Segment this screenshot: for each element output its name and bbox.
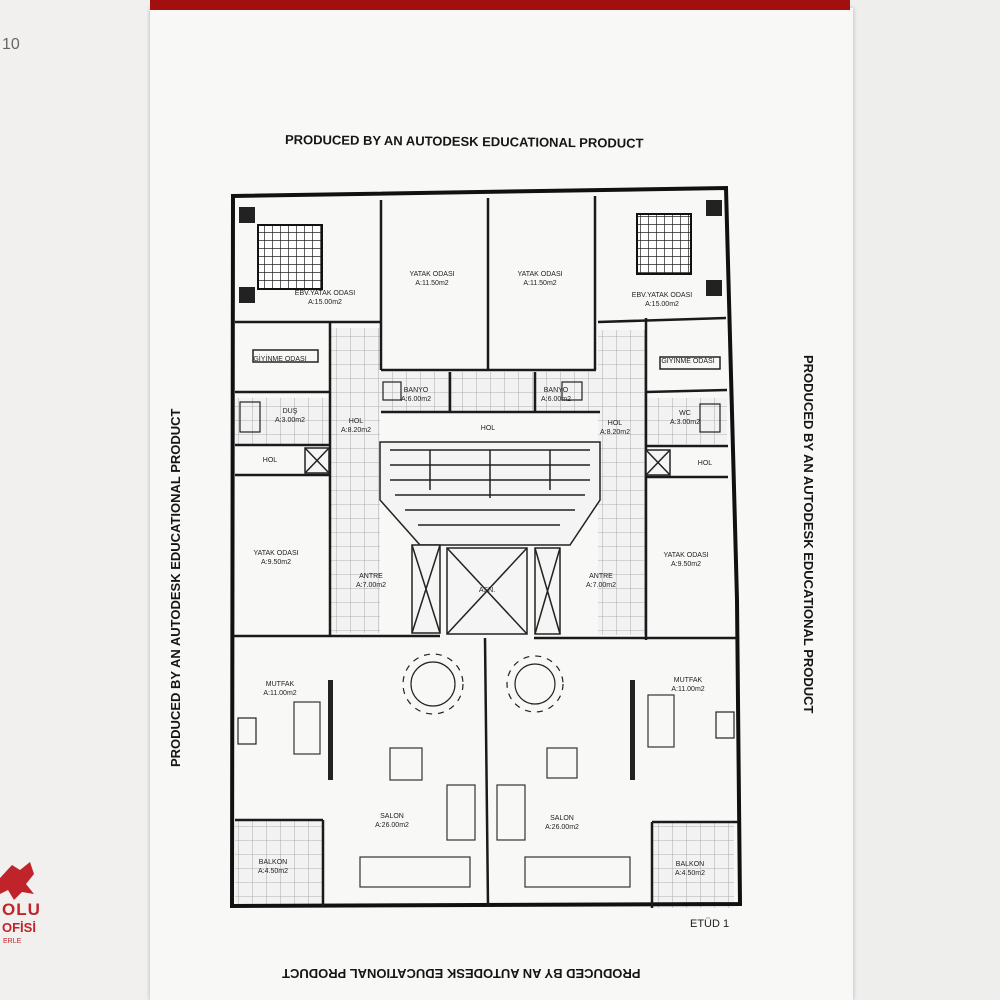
room-area: A:11.50m2 — [523, 280, 557, 287]
room-name: SALON — [380, 813, 404, 820]
sheet-label: ETÜD 1 — [690, 918, 730, 930]
room-label-giyinme-right: GİYİNME ODASI — [661, 357, 714, 366]
room-label-dus: DUŞ A:3.00m2 — [275, 407, 305, 425]
room-name: ASN. — [478, 587, 496, 594]
room-label-wc: WC A:3.00m2 — [670, 409, 700, 427]
kitchen-counters — [328, 680, 635, 780]
room-label-balkon-right: BALKON A:4.50m2 — [675, 860, 705, 878]
room-label-hol-center: HOL — [481, 424, 495, 433]
room-area: A:11.00m2 — [671, 686, 705, 693]
room-area: A:9.50m2 — [671, 561, 701, 568]
room-name: WC — [679, 410, 691, 417]
room-area: A:26.00m2 — [545, 824, 579, 831]
room-name: GİYİNME ODASI — [253, 356, 307, 363]
room-label-hol-right: HOL A:8.20m2 — [600, 419, 630, 437]
room-name: SALON — [550, 815, 574, 822]
outer-walls — [229, 185, 743, 909]
hol-left-floor — [330, 328, 380, 633]
room-name: BANYO — [403, 387, 429, 394]
room-area: A:26.00m2 — [375, 822, 409, 829]
room-area: A:11.00m2 — [263, 690, 297, 697]
room-name: HOL — [348, 418, 364, 425]
wardrobes — [252, 349, 721, 370]
room-area: A:6.00m2 — [541, 396, 571, 403]
room-name: HOL — [697, 460, 713, 467]
room-label-banyo-left: BANYO A:6.00m2 — [401, 386, 431, 404]
room-label-antre-left: ANTRE A:7.00m2 — [356, 572, 386, 590]
logo-text-2: OFİSİ — [2, 920, 36, 935]
room-label-ebeveyn-right: EBV.YATAK ODASI A:15.00m2 — [632, 291, 692, 309]
room-area: A:8.20m2 — [341, 427, 371, 434]
room-area: A:6.00m2 — [401, 396, 431, 403]
room-label-salon-right: SALON A:26.00m2 — [545, 814, 579, 832]
interior-walls — [233, 196, 738, 908]
room-area: A:7.00m2 — [586, 582, 616, 589]
logo-text-1: OLU — [2, 900, 41, 919]
room-label-mutfak-right: MUTFAK A:11.00m2 — [671, 676, 704, 694]
room-label-yatak2-right: YATAK ODASI A:9.50m2 — [663, 551, 708, 569]
room-name: HOL — [480, 425, 496, 432]
room-label-asansor: ASN. — [479, 586, 495, 595]
room-label-banyo-right: BANYO A:6.00m2 — [541, 386, 571, 404]
room-name: HOL — [262, 457, 278, 464]
room-name: EBV.YATAK ODASI — [294, 290, 356, 297]
room-name: YATAK ODASI — [517, 271, 563, 278]
beds — [257, 213, 692, 290]
room-label-yatak1-right: YATAK ODASI A:11.50m2 — [517, 270, 562, 288]
tiled-floors — [235, 328, 734, 908]
agency-logo-icon — [0, 862, 34, 900]
room-name: MUTFAK — [265, 681, 295, 688]
room-name: YATAK ODASI — [409, 271, 455, 278]
room-area: A:3.00m2 — [670, 419, 700, 426]
room-area: A:3.00m2 — [275, 417, 305, 424]
logo-text-3: ERLE — [3, 938, 22, 945]
stairs — [379, 441, 601, 546]
room-area: A:9.50m2 — [261, 559, 291, 566]
room-label-hol-left: HOL A:8.20m2 — [341, 417, 371, 435]
room-label-ebeveyn-left: EBV.YATAK ODASI A:15.00m2 — [295, 289, 355, 307]
room-area: A:11.50m2 — [415, 280, 449, 287]
room-name: YATAK ODASI — [253, 550, 299, 557]
room-label-giyinme-left: GİYİNME ODASI — [253, 355, 306, 364]
room-area: A:8.20m2 — [600, 429, 630, 436]
room-area: A:4.50m2 — [675, 870, 705, 877]
room-name: GİYİNME ODASI — [661, 358, 715, 365]
room-label-balkon-left: BALKON A:4.50m2 — [258, 858, 288, 876]
room-name: ANTRE — [359, 573, 383, 580]
background-left — [0, 0, 150, 1000]
photo-counter: 10 — [2, 36, 20, 53]
room-label-yatak1-left: YATAK ODASI A:11.50m2 — [409, 270, 454, 288]
room-area: A:15.00m2 — [308, 299, 342, 306]
dining-tables — [402, 653, 564, 715]
room-name: BANYO — [543, 387, 569, 394]
living-furniture — [293, 694, 675, 888]
room-label-hol-small-right: HOL — [698, 459, 712, 468]
room-name: BALKON — [675, 861, 705, 868]
room-name: YATAK ODASI — [663, 552, 709, 559]
red-background-strip — [150, 0, 850, 10]
room-name: ANTRE — [589, 573, 613, 580]
room-name: MUTFAK — [673, 677, 703, 684]
room-label-antre-right: ANTRE A:7.00m2 — [586, 572, 616, 590]
room-area: A:4.50m2 — [258, 868, 288, 875]
bedside-units — [239, 200, 722, 303]
room-label-yatak2-left: YATAK ODASI A:9.50m2 — [253, 549, 298, 567]
room-label-mutfak-left: MUTFAK A:11.00m2 — [263, 680, 296, 698]
room-label-hol-small-left: HOL — [263, 456, 277, 465]
elevator-shaft — [304, 447, 671, 635]
room-name: DUŞ — [282, 408, 298, 415]
sanitary-fixtures — [237, 381, 735, 745]
room-area: A:15.00m2 — [645, 301, 679, 308]
room-name: HOL — [607, 420, 623, 427]
background-right — [850, 0, 1000, 1000]
room-area: A:7.00m2 — [356, 582, 386, 589]
room-name: EBV.YATAK ODASI — [631, 292, 693, 299]
room-label-salon-left: SALON A:26.00m2 — [375, 812, 409, 830]
room-name: BALKON — [258, 859, 288, 866]
